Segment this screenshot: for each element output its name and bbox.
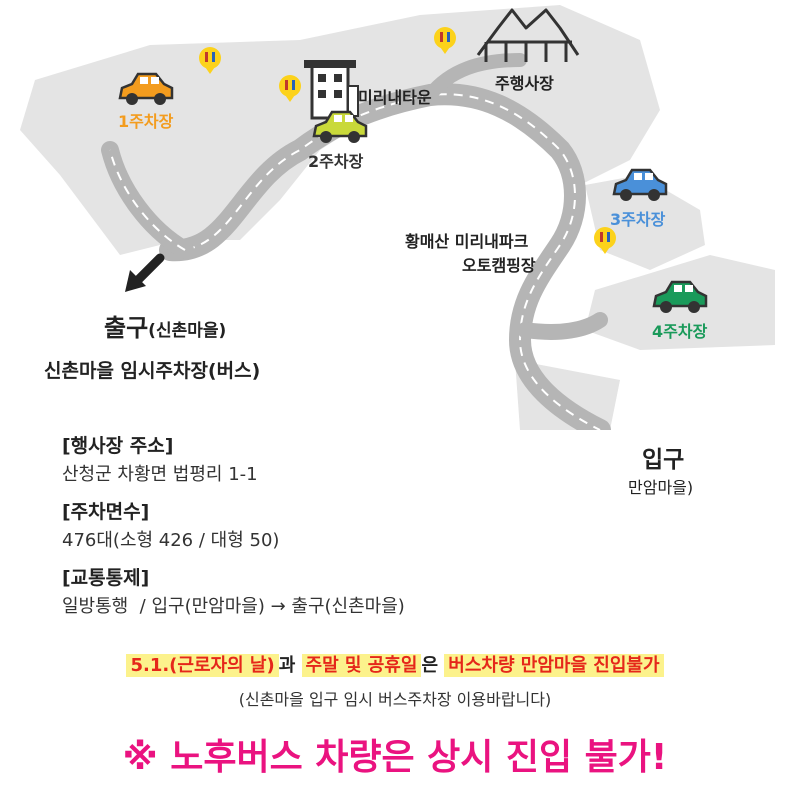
- land-lot3: [585, 175, 705, 270]
- restroom-icon: [434, 27, 456, 54]
- address-heading: [행사장 주소]: [62, 435, 174, 457]
- road-branch-venue: [423, 53, 527, 102]
- parking-lot-4-label: 4주차장: [652, 322, 708, 341]
- traffic-text: 일방통행 / 입구(만암마을) → 출구(신촌마을): [62, 596, 405, 617]
- map-canvas: [20, 5, 775, 430]
- car-icon: [312, 110, 368, 143]
- traffic-heading: [교통통제]: [62, 567, 150, 589]
- parking-lot-1-label: 1주차장: [118, 112, 174, 131]
- car-icon: [118, 72, 174, 105]
- event-venue-label: 주행사장: [495, 74, 554, 93]
- tent-icon: [476, 8, 580, 62]
- old-bus-warning: ※ 노후버스 차량은 상시 진입 불가!: [122, 737, 668, 778]
- road-main-dash: [169, 93, 601, 430]
- restroom-icon: [199, 47, 221, 74]
- notice-weekend: 주말 및 공휴일: [301, 654, 422, 677]
- restroom-icon: [279, 75, 301, 102]
- parking-lot-2-label: 2주차장: [308, 152, 364, 171]
- map: 1주차장 2주차장 3주차장 4주차장 주행사장 미리내타운 황매산 미리내파크…: [20, 5, 775, 430]
- capacity-text: 476대(소형 426 / 대형 50): [62, 530, 280, 551]
- camping-label-line2: 오토캠핑장: [462, 256, 536, 275]
- exit-label: 출구(신촌마을): [104, 308, 226, 343]
- exit-title: 출구: [104, 314, 149, 342]
- exit-subtitle: (신촌마을): [148, 321, 227, 341]
- building-icon: [304, 60, 359, 120]
- restroom-icon: [594, 227, 616, 254]
- entrance-subtitle: 만암마을): [628, 478, 694, 497]
- notice-bus-restriction: 버스차량 만암마을 진입불가: [444, 654, 664, 677]
- temp-bus-parking-label: 신촌마을 임시주차장(버스): [44, 360, 261, 382]
- address-text: 산청군 차황면 법평리 1-1: [62, 464, 258, 485]
- car-icon: [652, 280, 708, 313]
- notice-conjunction-1: 과: [278, 655, 302, 676]
- mirinae-town-label: 미리내타운: [358, 88, 432, 107]
- parking-lot-3-label: 3주차장: [610, 210, 666, 229]
- exit-arrow-icon: [125, 253, 165, 292]
- notice-conjunction-2: 은: [421, 655, 445, 676]
- notice-subline: (신촌마을 입구 임시 버스주차장 이용바랍니다): [238, 690, 552, 709]
- road-branch-lot1-dash: [109, 149, 186, 251]
- info-section: [행사장 주소] 산청군 차황면 법평리 1-1 [주차면수] 476대(소형 …: [62, 432, 522, 630]
- notice-holiday: 5.1.(근로자의 날): [126, 654, 279, 677]
- camping-label-line1: 황매산 미리내파크: [405, 232, 529, 251]
- capacity-heading: [주차면수]: [62, 501, 150, 523]
- road-branch-lot4: [517, 312, 608, 340]
- entrance-title: 입구: [642, 447, 685, 473]
- car-icon: [612, 168, 668, 201]
